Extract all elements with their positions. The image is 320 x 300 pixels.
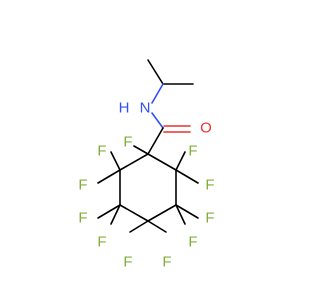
atom-f: F bbox=[188, 143, 197, 160]
atom-n: N bbox=[140, 100, 151, 117]
bond-c1-f bbox=[133, 145, 149, 155]
bond-c6-f-down bbox=[175, 169, 199, 184]
atom-o: O bbox=[200, 120, 212, 137]
bond-c3-f-down bbox=[110, 204, 121, 225]
bond-c-amide-ring bbox=[147, 127, 164, 155]
atom-f: F bbox=[205, 210, 214, 227]
atom-labels: H N O F F F F F F F F F F F bbox=[78, 100, 214, 271]
bond-c4-f-left bbox=[129, 220, 149, 233]
ring-bond-1 bbox=[119, 153, 149, 171]
ring-bond-6 bbox=[147, 204, 177, 222]
bond-c5-f-right bbox=[175, 204, 199, 219]
bond-c2-f-down bbox=[97, 169, 121, 184]
bond-c5-f-down bbox=[175, 204, 186, 225]
ring-bond-5 bbox=[119, 204, 149, 222]
molecule-structure: H N O F F F F F F F F F F F bbox=[78, 59, 215, 271]
bond-c2-f-left bbox=[110, 151, 121, 171]
bond-n-c-amide bbox=[151, 112, 164, 129]
atom-h: H bbox=[119, 100, 130, 117]
atom-f: F bbox=[188, 234, 197, 251]
atom-f: F bbox=[123, 254, 132, 271]
atom-f: F bbox=[97, 143, 106, 160]
bond-ch3-left bbox=[147, 59, 164, 85]
bond-c6-f-right bbox=[175, 151, 186, 171]
atom-f: F bbox=[78, 177, 87, 194]
atom-f: F bbox=[123, 134, 132, 151]
atom-f: F bbox=[162, 254, 171, 271]
bonds bbox=[97, 59, 199, 233]
atom-f: F bbox=[205, 177, 214, 194]
ring-bond-2 bbox=[147, 153, 177, 171]
atom-f: F bbox=[78, 210, 87, 227]
bond-c3-f-left bbox=[97, 204, 121, 219]
bond-ch-n bbox=[151, 83, 164, 104]
atom-f: F bbox=[97, 234, 106, 251]
bond-c4-f-right bbox=[147, 220, 167, 233]
